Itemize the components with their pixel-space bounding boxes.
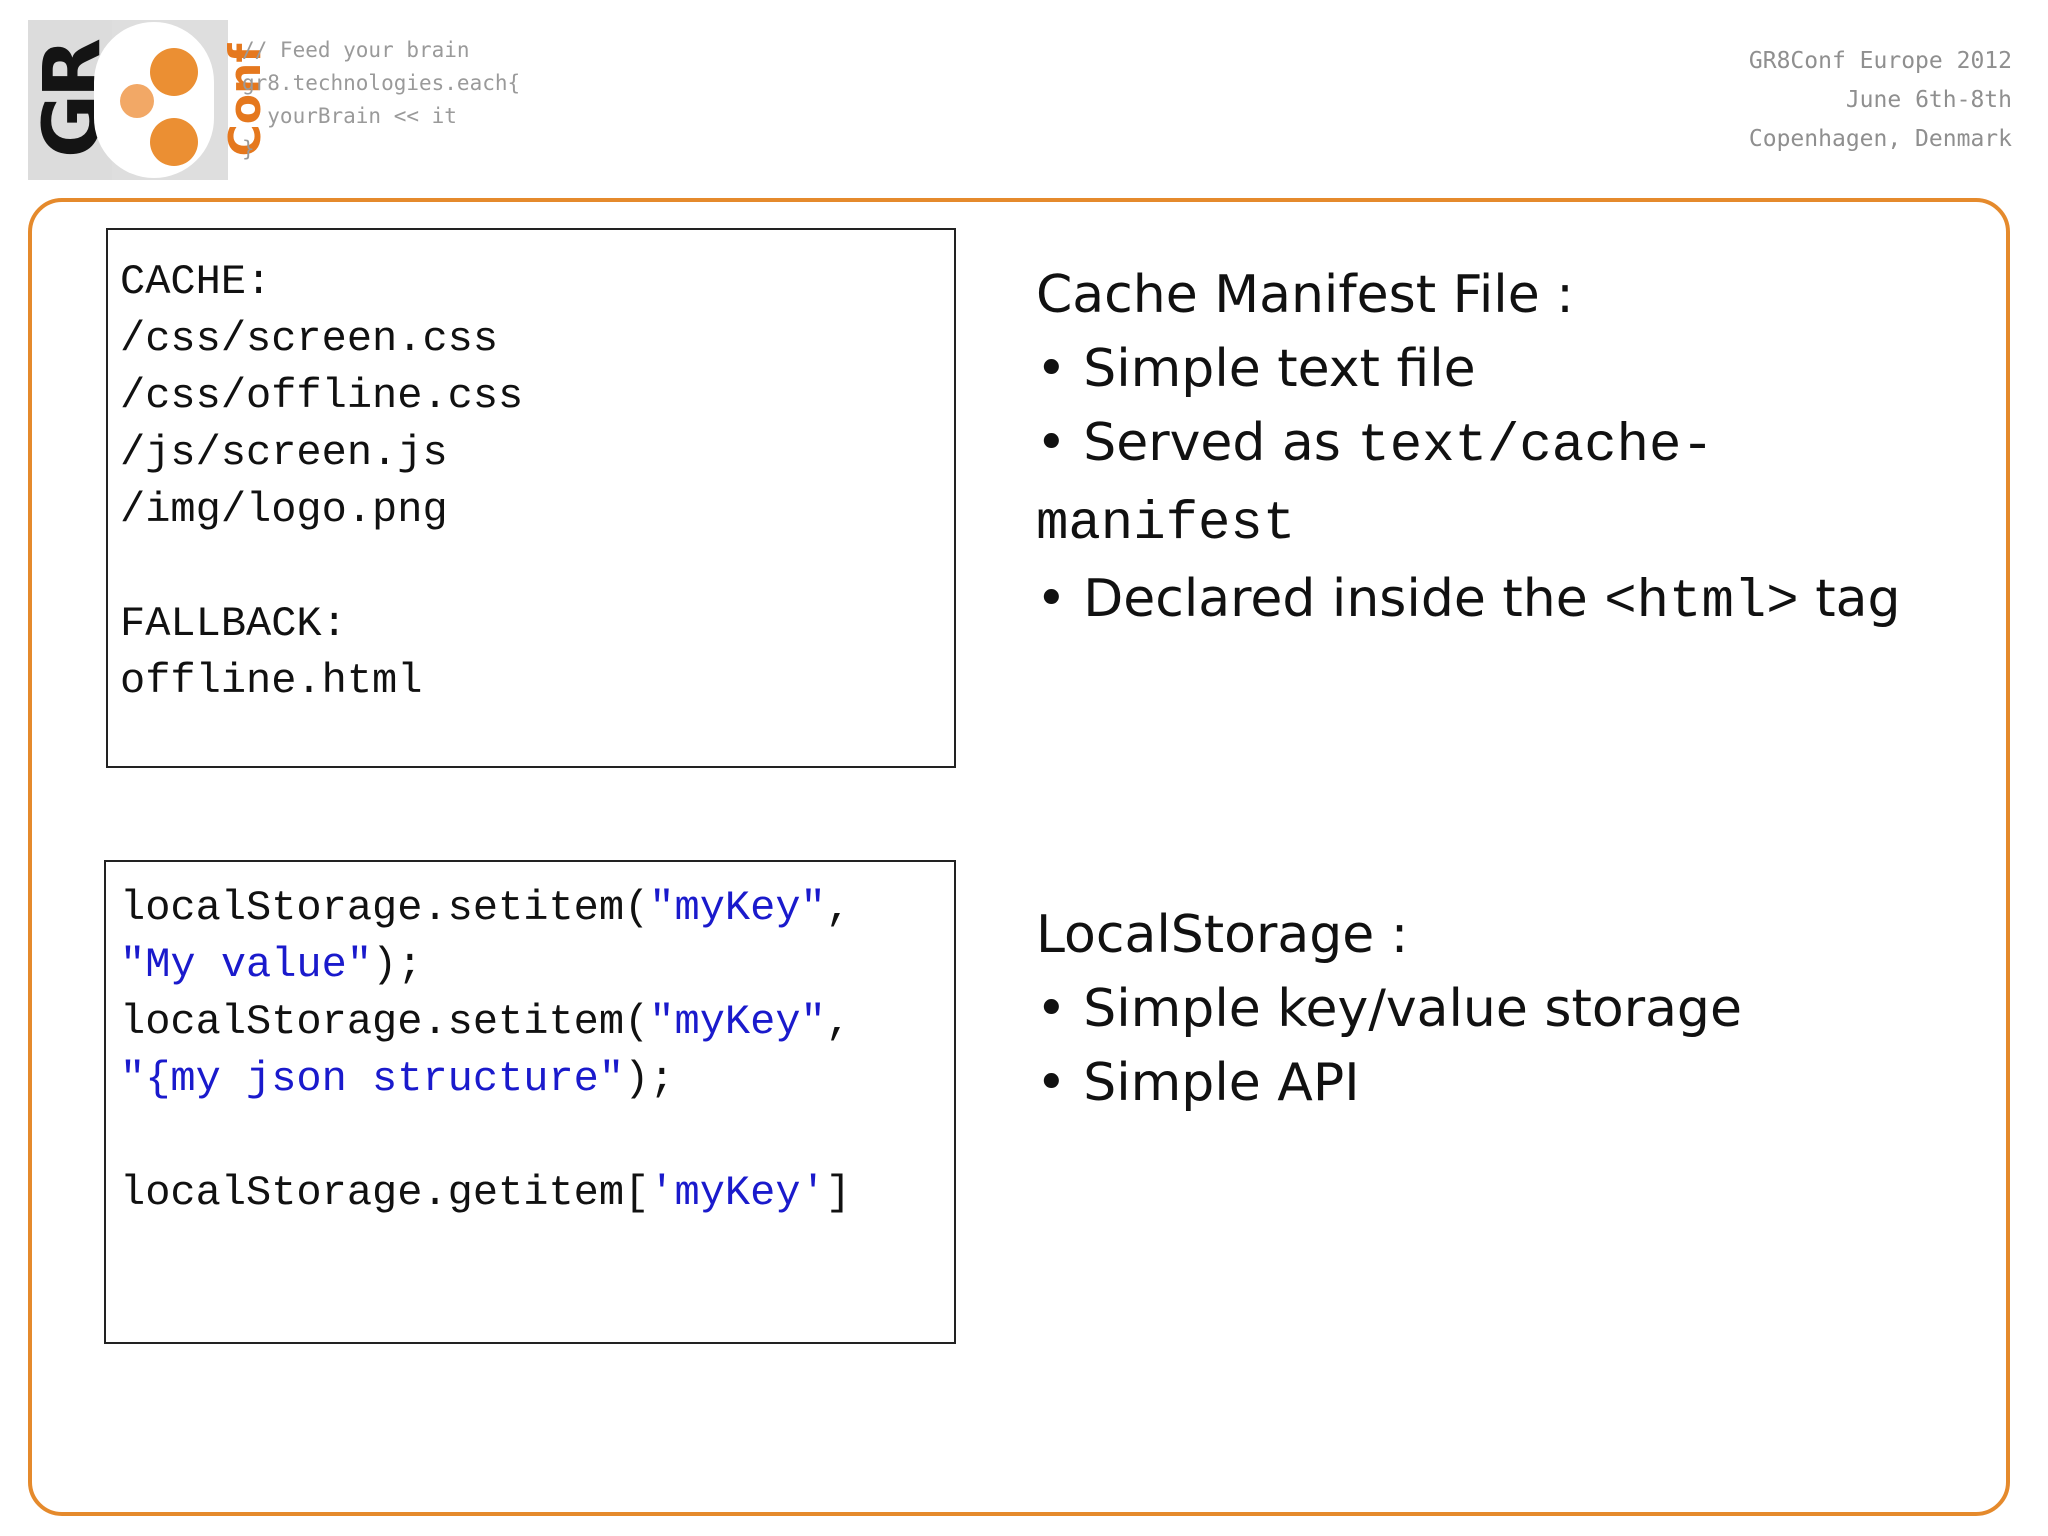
code-punct: ] — [825, 1169, 851, 1217]
conference-name: GR8Conf Europe 2012 — [1748, 48, 2012, 74]
manifest-code-box — [106, 228, 956, 768]
bullet-text: • Served as — [1036, 413, 1358, 473]
storage-heading: LocalStorage : — [1036, 905, 1409, 965]
mime-type-code: manifest — [1036, 494, 1296, 555]
code-line-getitem: localStorage.getitem['myKey'] — [120, 1165, 851, 1222]
code-string: 'myKey' — [649, 1169, 826, 1217]
code-blank-line — [120, 1108, 851, 1165]
manifest-bullet: • Simple text file — [1036, 339, 1476, 399]
tagline-line: yourBrain << it — [242, 104, 457, 128]
code-line-entry: /css/offline.css — [120, 372, 524, 420]
mime-type-code: text/cache- — [1357, 416, 1714, 477]
code-line-fallback-label: FALLBACK: — [120, 600, 347, 648]
tagline: // Feed your brain gr8.technologies.each{… — [242, 34, 520, 166]
storage-bullet: • Simple API — [1036, 1053, 1360, 1113]
code-call: localStorage.setitem( — [120, 884, 650, 932]
code-string: "{my json structure" — [120, 1055, 625, 1103]
bullet-text: tag — [1798, 569, 1901, 629]
storage-explanation: LocalStorage : • Simple key/value storag… — [1036, 898, 1742, 1120]
storage-bullet: • Simple key/value storage — [1036, 979, 1742, 1039]
manifest-code: CACHE: /css/screen.css /css/offline.css … — [108, 254, 535, 710]
logo-circle-middle — [120, 84, 154, 118]
tagline-line: gr8.technologies.each{ — [242, 71, 521, 95]
code-line-setitem: localStorage.setitem("myKey", — [120, 994, 851, 1051]
code-string: "My value" — [120, 941, 373, 989]
conference-info: GR8Conf Europe 2012 June 6th-8th Copenha… — [1749, 42, 2012, 159]
html-tag-code: <html> — [1604, 572, 1799, 633]
code-line-value: "{my json structure"); — [120, 1051, 851, 1108]
code-punct: , — [825, 884, 851, 932]
manifest-bullet-continuation: manifest — [1036, 484, 1900, 562]
bullet-text: • Declared inside the — [1036, 569, 1605, 629]
code-line-fallback: offline.html — [120, 657, 423, 705]
code-line-entry: /img/logo.png — [120, 486, 448, 534]
code-punct: ); — [372, 941, 423, 989]
code-line-setitem: localStorage.setitem("myKey", — [120, 880, 851, 937]
manifest-bullet: • Declared inside the <html> tag — [1036, 562, 1900, 640]
logo-circle-top — [150, 48, 198, 96]
slide-frame — [28, 198, 2010, 1516]
conference-location: Copenhagen, Denmark — [1748, 126, 2012, 152]
code-call: localStorage.setitem( — [120, 998, 650, 1046]
storage-code: localStorage.setitem("myKey", "My value"… — [108, 880, 863, 1222]
manifest-heading: Cache Manifest File : — [1036, 265, 1574, 325]
code-line-cache-label: CACHE: — [120, 258, 272, 306]
code-punct: , — [825, 998, 851, 1046]
logo-circle-bottom — [150, 118, 198, 166]
code-string: "myKey" — [649, 884, 826, 932]
code-line-value: "My value"); — [120, 937, 851, 994]
conference-dates: June 6th-8th — [1845, 87, 2012, 113]
tagline-line: } — [242, 137, 255, 161]
code-line-entry: /js/screen.js — [120, 429, 448, 477]
code-blank-line — [120, 539, 523, 596]
storage-code-box — [104, 860, 956, 1344]
code-string: "myKey" — [649, 998, 826, 1046]
code-call: localStorage.getitem[ — [120, 1169, 650, 1217]
manifest-explanation: Cache Manifest File : • Simple text file… — [1036, 258, 1900, 640]
tagline-line: // Feed your brain — [242, 38, 470, 62]
code-line-entry: /css/screen.css — [120, 315, 499, 363]
code-punct: ); — [624, 1055, 675, 1103]
gr8conf-logo: GR Conf — [28, 20, 271, 180]
manifest-bullet: • Served as text/cache- — [1036, 406, 1900, 484]
